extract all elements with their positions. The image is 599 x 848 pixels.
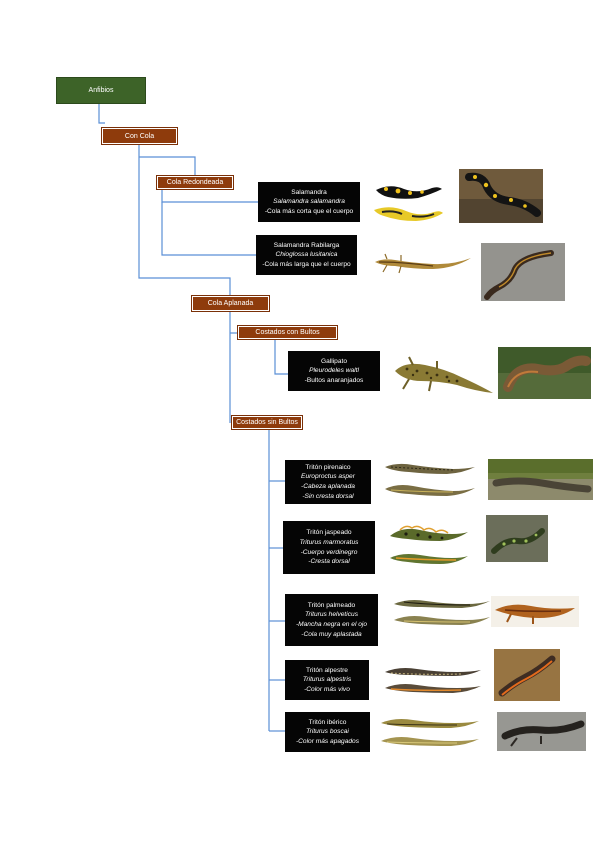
species-name: Salamandra Rabilarga [273,241,340,249]
species-trait: -Mancha negra en el ojo [295,621,368,628]
species-trait: -Color más vivo [304,685,350,693]
salamandra-photo [459,169,543,223]
node-label: Costados sin Bultos [236,419,298,426]
species-trait: -Cola muy aplastada [301,630,362,638]
salamandra-illustration [372,180,444,224]
species-card-gallipato: Gallipato Pleurodeles waltl -Bultos anar… [288,351,380,391]
node-cola-redondeada: Cola Redondeada [156,175,234,190]
node-anfibios: Anfibios [56,77,146,104]
node-label: Cola Aplanada [207,300,254,307]
species-trait: -Cabeza aplanada [301,483,355,490]
species-name: Tritón jaspeado [306,529,352,537]
species-latin: Pleurodeles waltl [309,367,359,375]
species-card-iber: Tritón ibérico Triturus boscai -Color má… [285,712,370,752]
rabilarga-photo [481,243,565,301]
species-trait: -Cuerpo verdinegro [300,548,358,556]
species-trait: -Color más apagados [295,737,360,745]
connector-salamandra [161,189,258,203]
connector-con-cola [138,145,231,296]
iber-photo [497,712,586,751]
node-con-cola: Con Cola [101,127,178,145]
alp-photo [494,649,560,701]
species-latin: Chioglossa lusitanica [275,251,338,259]
connector-root [98,104,105,124]
species-name: Gallipato [320,357,348,365]
piren-illustration [383,457,476,503]
gallipato-photo [498,347,591,399]
species-latin: Triturus helveticus [304,611,358,619]
species-latin: Triturus marmoratus [299,538,359,546]
connector-redondeada [139,156,196,176]
species-trait: -Sin cresta dorsal [302,492,354,500]
species-trait: -Cola más larga que el cuerpo [262,260,351,268]
species-latin: Salamandra salamandra [273,198,345,206]
species-name: Tritón pirenaico [305,463,351,471]
species-latin: Europroctus asper [301,473,355,481]
rabilarga-illustration [373,250,473,278]
species-latin: Triturus alpestris [302,676,352,684]
species-name: Salamandra [291,188,327,196]
piren-photo [488,459,593,500]
species-trait: -Cola más corta que el cuerpo [264,207,354,215]
node-costados-con-bultos: Costados con Bultos [237,325,338,340]
species-card-rabilarga: Salamandra Rabilarga Chioglossa lusitani… [256,235,357,275]
jasp-photo [486,515,548,562]
species-trait: -Bultos anaranjados [304,376,364,384]
node-costados-sin-bultos: Costados sin Bultos [231,415,303,430]
node-label: Costados con Bultos [255,329,320,336]
species-card-jasp: Tritón jaspeado Triturus marmoratus -Cue… [283,521,375,574]
species-card-salamandra: Salamandra Salamandra salamandra -Cola m… [258,182,360,222]
species-name: Tritón alpestre [306,666,348,674]
node-label: Cola Redondeada [166,179,224,186]
species-latin: Triturus boscai [306,728,349,736]
node-cola-aplanada: Cola Aplanada [191,295,270,312]
palm-photo [491,596,579,627]
iber-illustration [377,713,481,751]
connector-rabilarga [161,202,256,256]
gallipato-illustration [391,353,495,397]
node-label: Anfibios [88,87,114,94]
node-label: Con Cola [124,132,155,140]
jasp-illustration [386,522,470,570]
species-name: Tritón ibérico [308,718,347,726]
species-trait: -Cresta dorsal [308,558,350,566]
species-name: Tritón palmeado [307,601,356,609]
species-card-palm: Tritón palmeado Triturus helveticus -Man… [285,594,378,646]
species-card-piren: Tritón pirenaico Europroctus asper -Cabe… [285,460,371,504]
alp-illustration [381,662,483,698]
connector-gallipato [274,340,288,375]
species-card-alp: Tritón alpestre Triturus alpestris -Colo… [285,660,369,700]
palm-illustration [390,592,492,630]
